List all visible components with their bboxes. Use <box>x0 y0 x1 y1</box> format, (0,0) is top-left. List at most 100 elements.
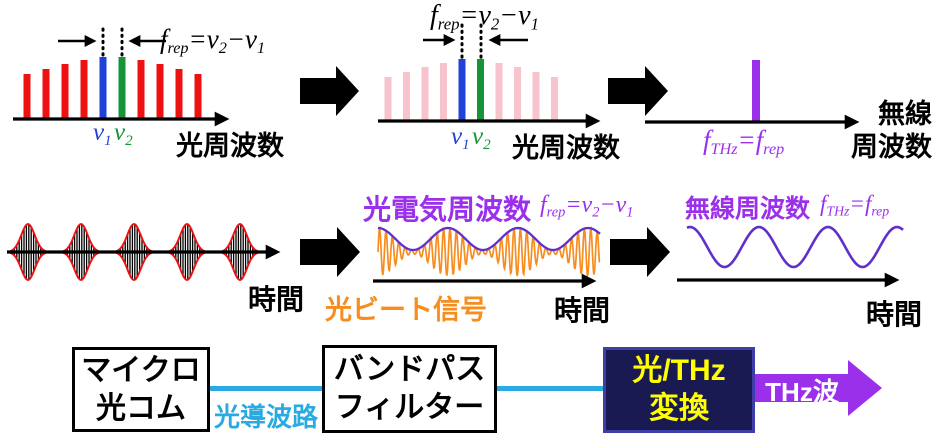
frep-dotted-markers <box>101 23 483 60</box>
sym-nu: ν <box>615 192 627 218</box>
sym-f: f <box>864 191 872 216</box>
sym-one: 1 <box>104 132 112 149</box>
sym-eq: = <box>459 0 479 31</box>
sym-two: 2 <box>490 14 500 34</box>
sym-minus: − <box>226 24 246 54</box>
time-label-1: 時間 <box>248 284 305 315</box>
flow-arrow-mid-2 <box>610 227 670 277</box>
sym-f: f <box>755 125 764 155</box>
beat-envelope <box>377 226 601 252</box>
pulse-envelope-bottom <box>168 251 206 281</box>
sym-nu: ν <box>451 123 463 150</box>
waveguide-line-2 <box>497 386 603 391</box>
sym-nu: ν <box>245 24 258 54</box>
comb-bar <box>194 74 202 118</box>
pulse-envelope-top <box>62 223 100 253</box>
flow-arrow-top-1 <box>300 66 359 116</box>
optical-thz-conversion-line2: 変換 <box>649 392 709 425</box>
frep-formula-3: frep=ν2−ν1 <box>540 192 633 222</box>
sym-nu: ν <box>472 123 484 150</box>
frep-formula-2: frep=ν2−ν1 <box>430 0 539 34</box>
comb-bar <box>80 60 88 118</box>
sym-rep: rep <box>437 14 460 34</box>
comb-bar <box>551 77 558 121</box>
pulse-envelope-top <box>221 223 259 253</box>
fthz-formula-1: fTHz=frep <box>703 125 784 159</box>
sym-rep: rep <box>763 140 785 159</box>
sym-eq: = <box>188 24 207 54</box>
comb-spectrum-filtered <box>384 59 558 121</box>
comb-bar <box>42 69 50 118</box>
comb-bar <box>137 60 145 118</box>
optical-thz-conversion-box: 光/THz 変換 <box>603 347 755 433</box>
sym-rep: rep <box>871 203 890 219</box>
flow-arrow-mid-1 <box>300 227 360 277</box>
beat-carrier <box>377 225 601 279</box>
comb-bar <box>118 57 126 118</box>
comb-bar <box>495 63 503 121</box>
frep-annotation-arrows <box>58 34 528 47</box>
nu2-label-1: ν2 <box>114 119 133 150</box>
sym-f: f <box>703 125 711 155</box>
frep-formula-1: frep=ν2−ν1 <box>160 24 265 58</box>
sym-two: 2 <box>483 136 491 153</box>
flow-arrow-top-2 <box>608 66 668 116</box>
sym-eq: = <box>737 125 756 155</box>
comb-bar <box>99 57 107 118</box>
beat-signal-wave <box>377 225 601 279</box>
sym-two: 2 <box>125 132 133 149</box>
sym-nu: ν <box>518 0 531 31</box>
bandpass-filter-box: バンドパス フィルター <box>322 345 497 433</box>
comb-bar <box>175 69 183 118</box>
sym-f: f <box>160 24 168 54</box>
comb-bar <box>514 67 521 121</box>
bandpass-filter-box-line2: フィルター <box>334 391 485 424</box>
sym-f: f <box>820 191 827 216</box>
sym-two: 2 <box>592 204 600 221</box>
comb-bar <box>477 59 484 121</box>
radio-frequency-label-l2: 周波数 <box>851 132 932 162</box>
sym-nu: ν <box>93 119 105 146</box>
comb-bar <box>458 59 466 121</box>
comb-bar <box>156 64 164 118</box>
waveguide-label: 光導波路 <box>214 402 319 432</box>
pulse-envelope-bottom <box>62 251 100 281</box>
sym-one: 1 <box>626 204 634 221</box>
sym-minus: − <box>599 192 616 218</box>
sym-nu: ν <box>478 0 491 31</box>
pulse-envelope-top <box>9 223 47 253</box>
sym-rep: rep <box>167 39 189 58</box>
axes <box>7 111 900 289</box>
sym-f: f <box>430 0 438 31</box>
optical-frequency-label-1: 光周波数 <box>176 131 284 161</box>
sym-one: 1 <box>530 14 539 34</box>
single-thz-line <box>752 60 760 122</box>
time-label-3: 時間 <box>866 299 923 330</box>
waveguide-line-1 <box>210 386 324 391</box>
comb-bar <box>403 72 410 121</box>
comb-bar <box>532 72 540 121</box>
sym-one: 1 <box>462 136 470 153</box>
radio-frequency-label-purple: 無線周波数 <box>685 195 811 223</box>
radio-frequency-label-l1: 無線 <box>878 99 932 129</box>
nu1-label-2: ν1 <box>451 123 470 154</box>
thz-sine-wave <box>686 225 904 269</box>
pulse-envelope-top <box>115 223 153 253</box>
thz-wave-label: THz波 <box>765 377 839 407</box>
sym-nu: ν <box>581 192 593 218</box>
nu1-label-1: ν1 <box>93 119 112 150</box>
time-label-2: 時間 <box>554 295 611 326</box>
sym-thz: THz <box>826 203 850 219</box>
sym-minus: − <box>499 0 519 31</box>
comb-spectrum-1 <box>23 57 202 118</box>
sym-nu: ν <box>114 119 126 146</box>
thz-output-arrow <box>755 360 882 416</box>
sym-eq: = <box>565 192 582 218</box>
sym-f: f <box>540 192 547 218</box>
sym-two: 2 <box>218 39 227 58</box>
sym-eq: = <box>849 191 865 216</box>
comb-bar <box>440 63 447 121</box>
thz-sine <box>686 225 904 269</box>
